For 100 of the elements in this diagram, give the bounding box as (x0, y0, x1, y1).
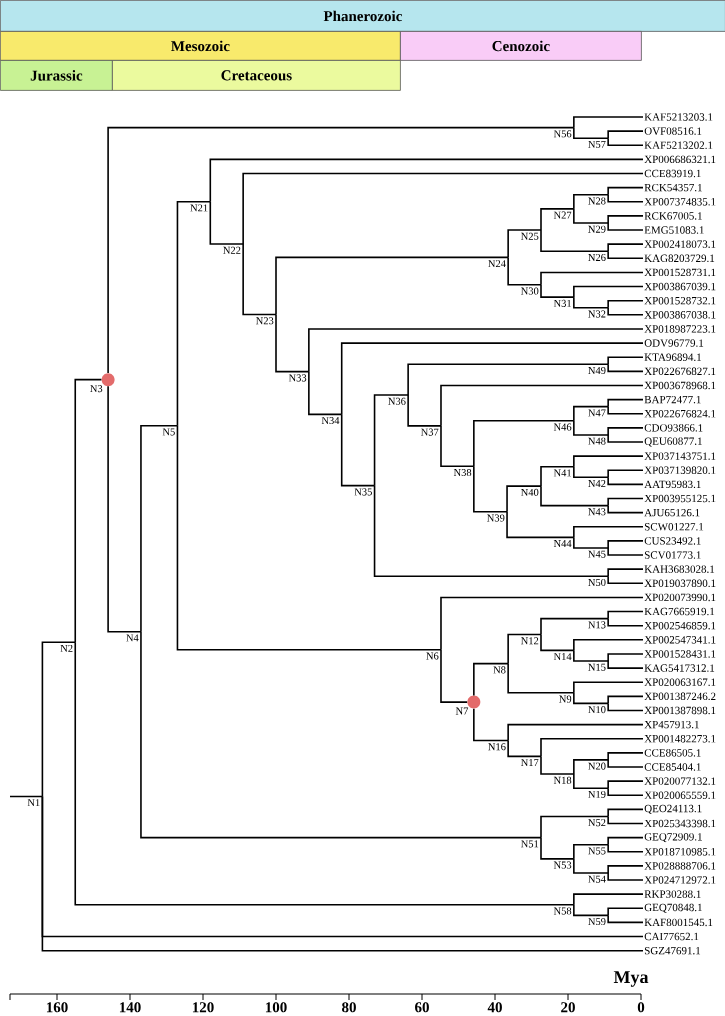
leaf-label: KAF8001545.1 (644, 918, 713, 927)
leaf-label: XP002546859.1 (644, 621, 716, 630)
leaf-label: CCE86505.1 (644, 749, 701, 757)
branch-line (607, 137, 644, 147)
branch-line (607, 130, 644, 139)
branch-line (540, 465, 575, 487)
leaf-label: KAF5213203.1 (644, 113, 713, 121)
branch-line (74, 378, 103, 643)
node-label: N1 (27, 799, 40, 807)
node-label: N48 (588, 437, 606, 445)
leaf-label: XP003678968.1 (644, 381, 716, 390)
tick-label: 40 (487, 1002, 502, 1013)
tick-label: 140 (119, 1002, 141, 1013)
leaf-label: KAG7665919.1 (644, 607, 715, 616)
branch-line (573, 858, 609, 874)
node-label: N55 (588, 847, 606, 855)
node-label: N44 (553, 540, 572, 547)
branch-line (41, 641, 77, 798)
branch-line (107, 385, 142, 633)
branch-line (607, 907, 644, 917)
branch-line (607, 808, 644, 818)
tick-label: 100 (265, 1002, 287, 1013)
node-label: N40 (521, 488, 539, 496)
branch-line (340, 413, 376, 487)
node-label: N14 (553, 653, 572, 661)
branch-line (607, 540, 644, 549)
branch-line (308, 328, 644, 373)
leaf-label: CUS23492.1 (644, 537, 701, 545)
branch-line (540, 617, 609, 636)
period-band: Cretaceous (112, 60, 401, 91)
branch-line (373, 394, 409, 487)
branch-line (540, 208, 575, 231)
leaf-label: XP006686321.1 (644, 155, 716, 164)
tick-label: 20 (561, 1002, 575, 1013)
branch-line (607, 843, 644, 853)
leaf-label: OVF08516.1 (644, 127, 702, 135)
branch-line (607, 427, 644, 436)
node-label: N21 (190, 204, 208, 212)
node-label: N36 (388, 397, 406, 405)
branch-line (242, 172, 644, 245)
leaf-label: XP007374835.1 (644, 198, 716, 206)
branch-line (573, 126, 609, 139)
branch-line (473, 420, 575, 468)
branch-line (507, 229, 542, 259)
branch-line (607, 787, 644, 797)
period-band: Mesozoic (0, 31, 401, 61)
branch-line (607, 434, 644, 443)
branch-line (607, 617, 644, 627)
tick-label: 120 (192, 1002, 214, 1013)
branch-line (540, 229, 609, 253)
leaf-label: CCE85404.1 (644, 763, 701, 771)
node-label: N30 (521, 287, 539, 295)
node-label: N43 (588, 508, 606, 516)
branch-line (507, 633, 542, 665)
leaf-label: XP001528431.1 (644, 650, 716, 658)
node-label: N10 (588, 706, 606, 714)
branch-line (573, 681, 644, 694)
node-label: N22 (223, 246, 241, 254)
branch-line (573, 208, 609, 224)
leaf-label: XP001387898.1 (644, 706, 716, 715)
node-label: N18 (553, 776, 572, 784)
node-label: N26 (588, 253, 606, 261)
leaf-label: XP018710985.1 (644, 848, 716, 856)
branch-line (573, 536, 609, 549)
branch-line (607, 186, 644, 196)
node-label: N54 (588, 875, 606, 883)
leaf-label: XP002418073.1 (644, 240, 716, 248)
leaf-label: AJU65126.1 (644, 508, 700, 517)
branch-line (176, 424, 442, 651)
leaf-label: XP020077132.1 (644, 777, 716, 785)
node-label: N45 (588, 550, 606, 558)
leaf-label: GEQ70848.1 (644, 903, 702, 913)
node-label: N4 (126, 634, 139, 642)
leaf-label: XP020073990.1 (644, 593, 716, 602)
branch-line (507, 723, 644, 742)
branch-line (573, 843, 609, 860)
tick-label: 80 (342, 1002, 356, 1013)
branch-line (373, 484, 609, 578)
leaf-label: XP020063167.1 (644, 678, 716, 686)
leaf-label: SCV01773.1 (644, 551, 701, 559)
branch-line (506, 485, 542, 513)
leaf-label: RCK67005.1 (644, 212, 702, 220)
branch-line (407, 394, 442, 427)
branch-line (573, 649, 609, 662)
branch-line (507, 662, 575, 694)
tick-label: 160 (46, 1002, 68, 1013)
branch-line (573, 893, 644, 906)
branch-line (540, 271, 644, 286)
leaf-label: XP003867039.1 (644, 282, 716, 291)
node-label: N17 (521, 759, 539, 766)
branch-line (308, 370, 343, 416)
branch-line (140, 630, 542, 839)
node-label: N39 (487, 514, 505, 522)
leaf-label: KAG5417312.1 (644, 664, 715, 672)
node-label: N31 (553, 299, 571, 307)
period-band: Jurassic (0, 60, 113, 91)
branch-line (607, 222, 644, 231)
branch-line (9, 795, 44, 798)
node-label: N3 (90, 385, 103, 393)
branch-line (607, 568, 644, 578)
